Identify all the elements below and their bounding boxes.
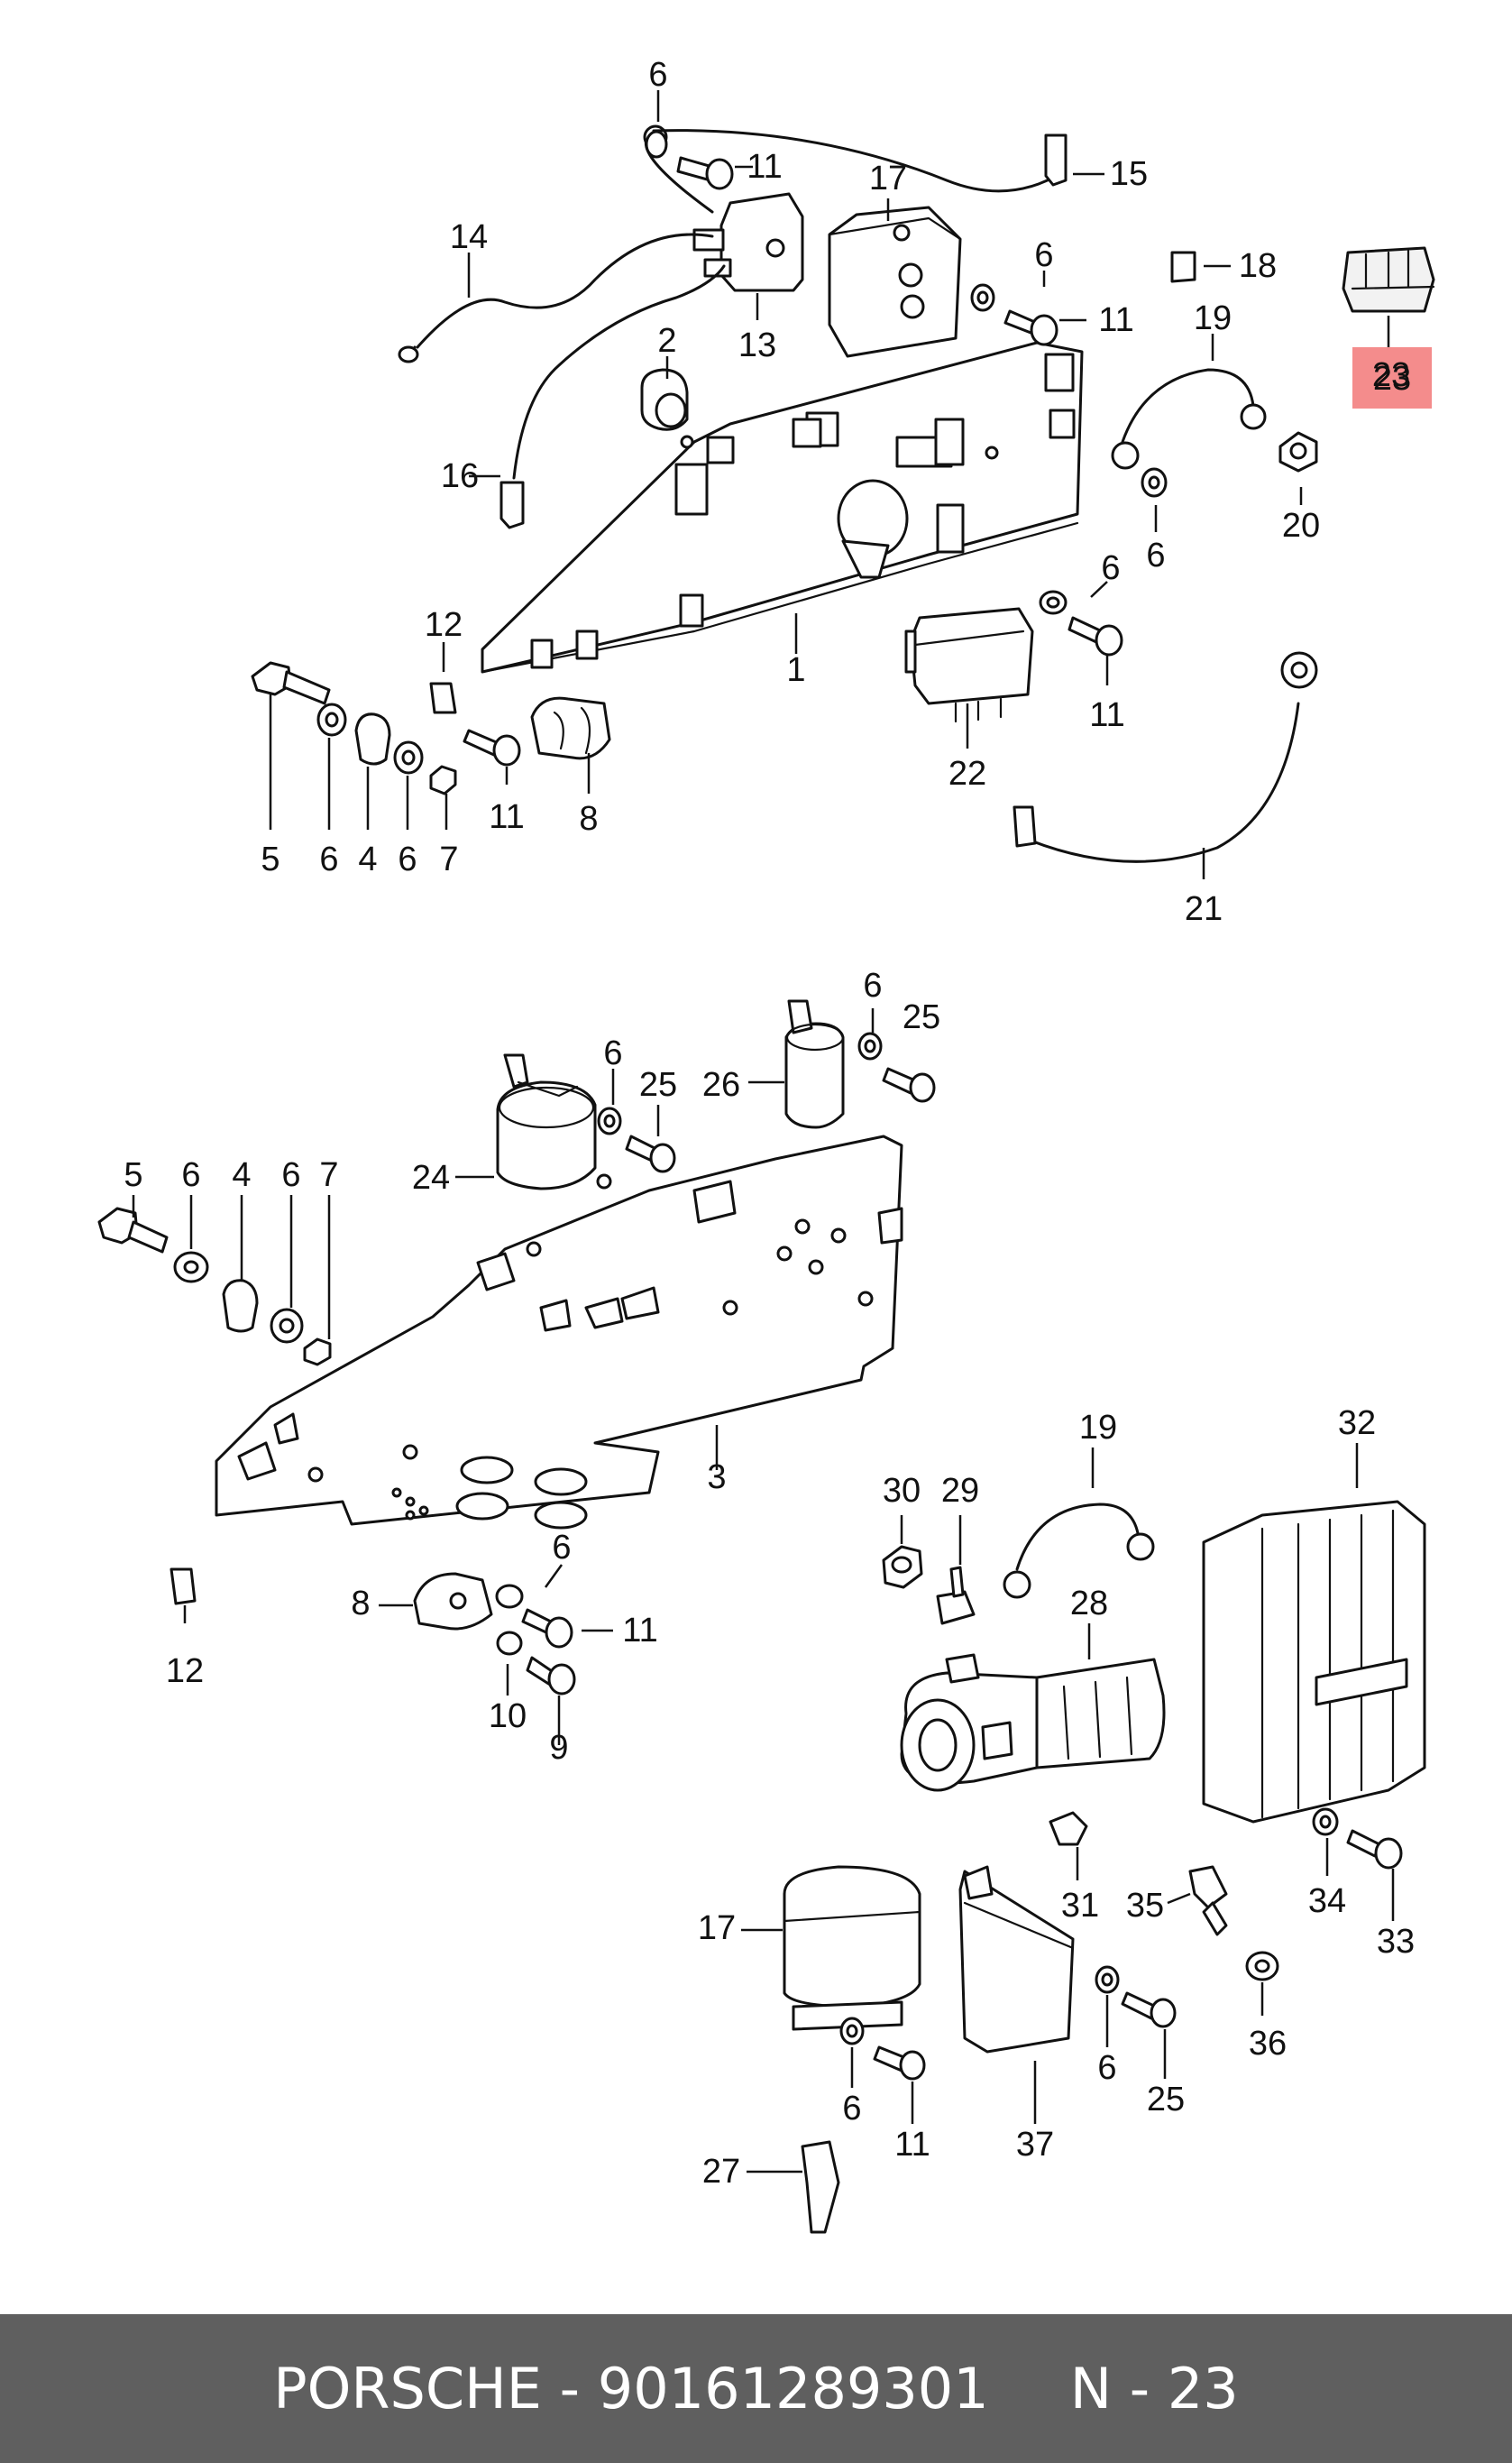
- callout-top-4: 17: [869, 160, 907, 198]
- callout-bottom-17: 6: [552, 1529, 571, 1567]
- callout-bottom-30: 37: [1016, 2126, 1054, 2164]
- callout-top-16: 6: [1101, 549, 1120, 587]
- callout-top-0: 6: [648, 56, 667, 94]
- part-number: 90161289301: [597, 2356, 989, 2422]
- callout-bottom-16: 28: [1070, 1585, 1108, 1622]
- callout-bottom-25: 33: [1377, 1923, 1415, 1961]
- top-assembly: [251, 90, 1435, 879]
- callout-bottom-18: 11: [622, 1612, 657, 1650]
- callout-top-5: 6: [1034, 236, 1053, 274]
- callout-top-14: 6: [1146, 537, 1165, 574]
- callout-bottom-19: 8: [351, 1585, 370, 1622]
- page-code: N - 23: [1069, 2356, 1239, 2422]
- exploded-parts-diagram: 6111514176111823213191620612611156467118…: [97, 56, 1435, 2234]
- callout-bottom-23: 31: [1061, 1887, 1099, 1925]
- callout-top-10: 13: [738, 326, 776, 364]
- relay-17-top: [828, 206, 962, 358]
- callout-bottom-31: 6: [1097, 2049, 1116, 2087]
- callout-top-22: 6: [398, 841, 417, 878]
- callout-bottom-4: 25: [639, 1066, 677, 1104]
- callout-bottom-1: 25: [903, 998, 940, 1036]
- callout-bottom-0: 6: [863, 967, 882, 1005]
- footer-bar: PORSCHE - 90161289301 N - 23: [0, 2314, 1512, 2463]
- callout-bottom-9: 6: [281, 1156, 300, 1194]
- callout-top-12: 16: [441, 457, 479, 495]
- callout-bottom-2: 26: [702, 1066, 740, 1104]
- callout-bottom-20: 12: [166, 1652, 204, 1690]
- starter-28: [1035, 1658, 1166, 1769]
- separator: -: [559, 2356, 581, 2422]
- callout-top-7: 18: [1239, 247, 1277, 285]
- relay-17-bottom: [783, 1865, 921, 2008]
- callout-bottom-24: 34: [1308, 1882, 1346, 1920]
- relay-26: [784, 1022, 845, 1129]
- regulator-13: [719, 192, 804, 292]
- callout-top-3: 14: [450, 218, 488, 256]
- callout-bottom-33: 36: [1249, 2025, 1287, 2063]
- callout-bottom-28: 6: [842, 2090, 861, 2128]
- callout-bottom-15: 29: [941, 1472, 979, 1510]
- callout-top-8: 23: [1372, 356, 1410, 394]
- callout-bottom-5: 24: [412, 1159, 450, 1197]
- callout-top-20: 6: [319, 841, 338, 878]
- callout-bottom-12: 19: [1079, 1409, 1117, 1447]
- callout-bottom-32: 25: [1147, 2081, 1185, 2118]
- mounting-plate-3: [215, 1135, 903, 1526]
- callout-top-13: 20: [1282, 507, 1320, 545]
- callout-top-19: 5: [261, 841, 279, 878]
- callout-top-17: 1: [786, 651, 805, 689]
- highlight-23-box: [1352, 347, 1432, 409]
- callout-bottom-29: 11: [894, 2126, 930, 2164]
- callout-top-18: 11: [1089, 696, 1124, 734]
- callout-bottom-11: 3: [707, 1458, 726, 1496]
- callout-bottom-14: 30: [883, 1472, 921, 1510]
- callout-bottom-34: 27: [702, 2153, 740, 2191]
- callout-top-27: 21: [1185, 890, 1223, 928]
- callout-bottom-22: 9: [549, 1729, 568, 1767]
- callout-top-1: 11: [747, 148, 782, 186]
- callout-top-26: 22: [948, 755, 986, 793]
- callout-top-9: 2: [657, 322, 676, 360]
- bottom-assembly: [97, 999, 1426, 2234]
- highlight-23-label: 23: [1373, 360, 1411, 398]
- callout-bottom-13: 32: [1338, 1404, 1376, 1442]
- callout-bottom-8: 4: [232, 1156, 251, 1194]
- module-37: [958, 1870, 1075, 2054]
- callout-bottom-27: 17: [698, 1909, 736, 1947]
- callout-top-23: 7: [439, 841, 458, 878]
- callout-bottom-26: 35: [1126, 1887, 1164, 1925]
- callout-bottom-3: 6: [603, 1034, 622, 1072]
- callout-top-6: 11: [1098, 301, 1133, 339]
- callout-bottom-6: 5: [124, 1156, 142, 1194]
- callout-bottom-21: 10: [489, 1697, 527, 1735]
- callout-top-2: 15: [1110, 155, 1148, 193]
- callout-top-15: 12: [425, 606, 463, 644]
- callout-bottom-7: 6: [181, 1156, 200, 1194]
- brand-name: PORSCHE: [273, 2356, 542, 2422]
- relay-22: [909, 607, 1034, 705]
- callout-top-11: 19: [1194, 299, 1232, 337]
- heatsink-32: [1202, 1500, 1426, 1824]
- callout-top-21: 4: [358, 841, 377, 878]
- callout-bottom-10: 7: [319, 1156, 338, 1194]
- flasher-24: [496, 1080, 597, 1190]
- callout-top-24: 11: [489, 798, 524, 836]
- callout-top-25: 8: [579, 800, 598, 838]
